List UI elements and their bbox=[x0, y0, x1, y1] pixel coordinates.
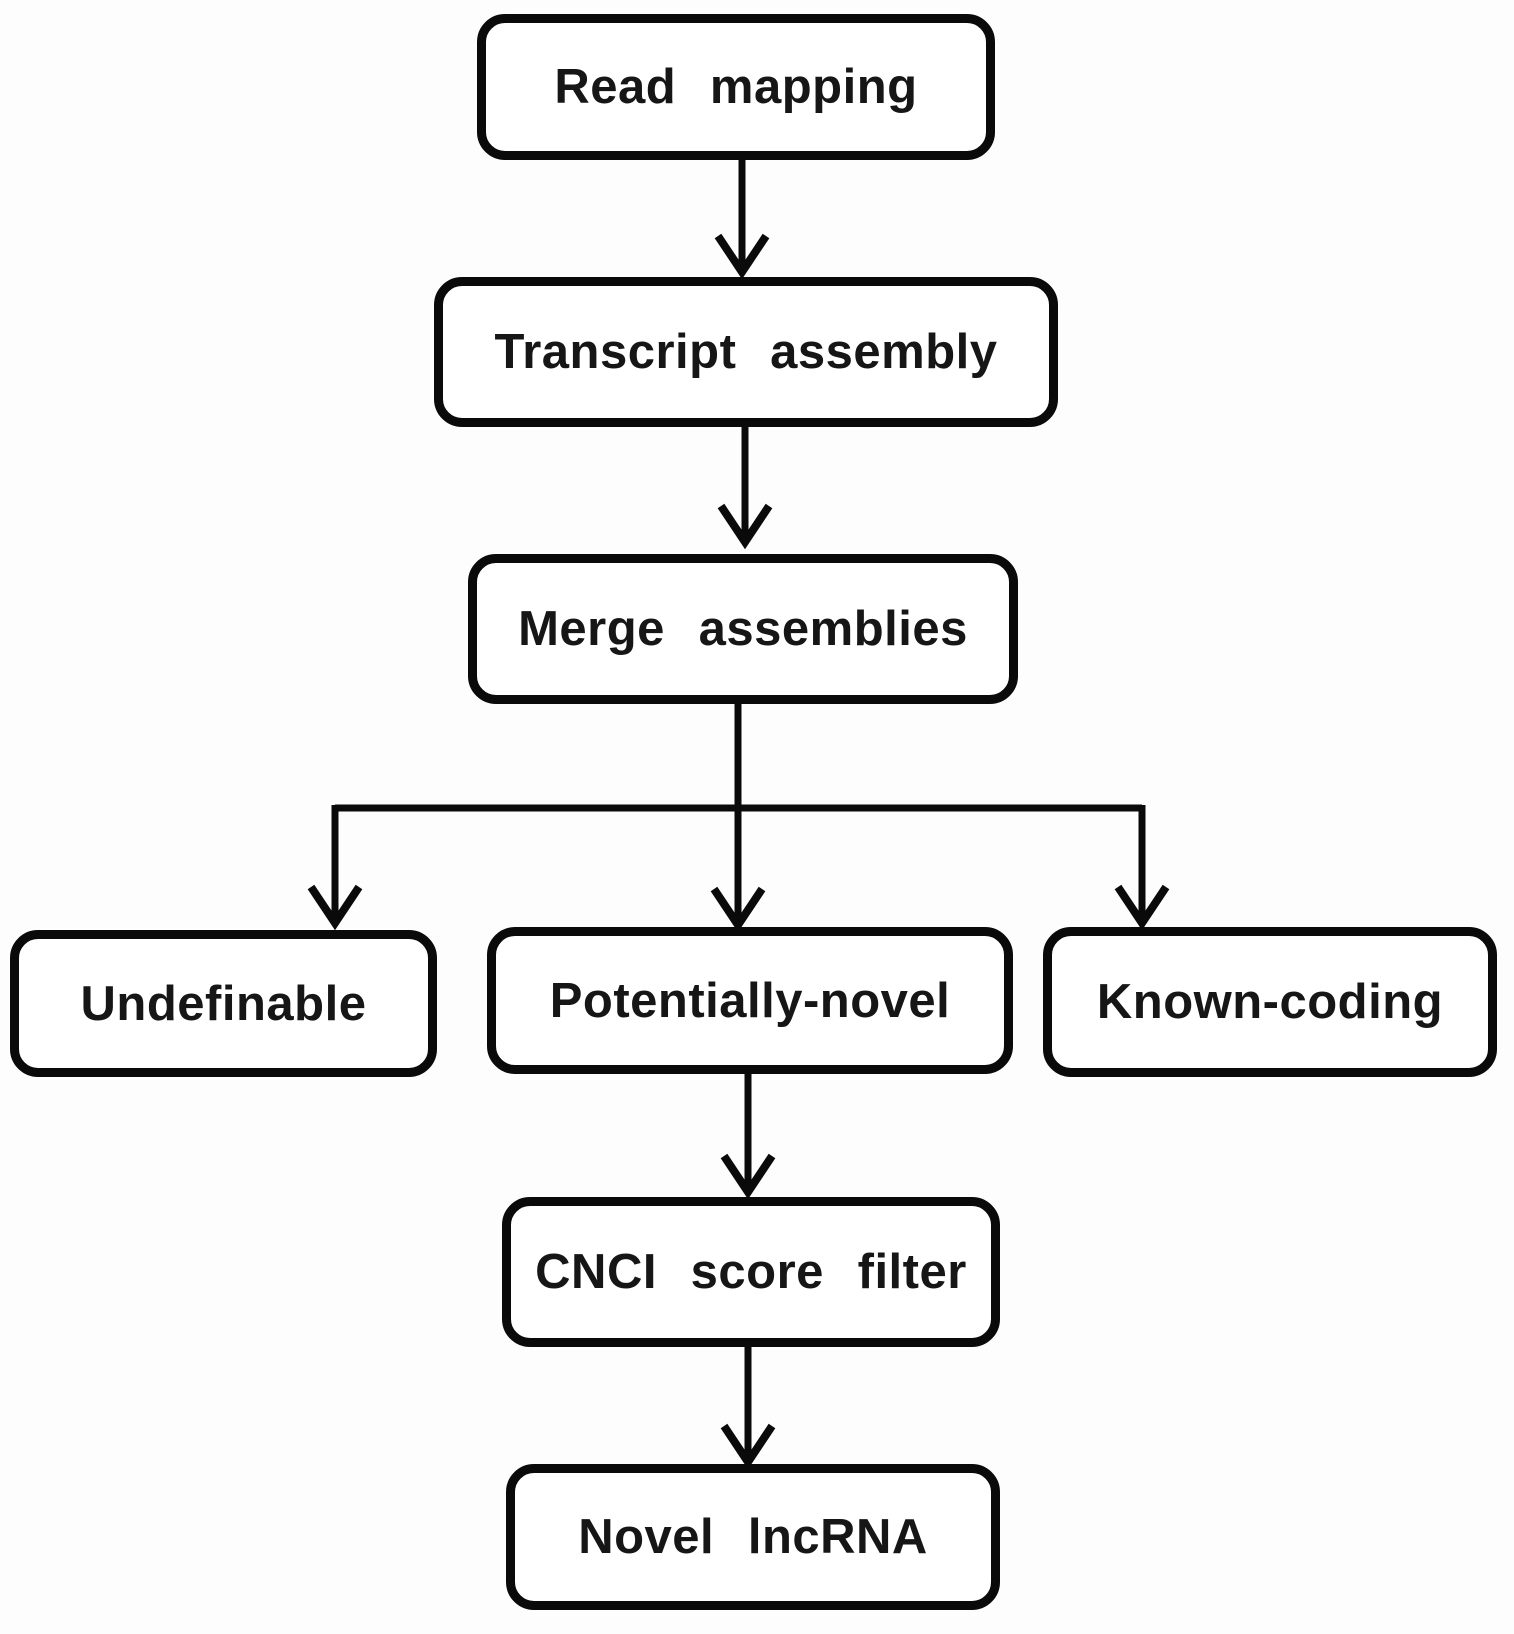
node-undefinable: Undefinable bbox=[10, 930, 437, 1077]
node-novel-lncrna-label: Novel lncRNA bbox=[578, 1510, 928, 1564]
arrow-transcript-assembly-to-merge-assemblies bbox=[717, 427, 773, 550]
node-transcript-assembly: Transcript assembly bbox=[434, 277, 1058, 427]
arrow-branch-to-undefinable bbox=[307, 805, 363, 931]
node-read-mapping: Read mapping bbox=[477, 14, 995, 160]
branch-connector-merge-assemblies bbox=[335, 704, 1142, 812]
node-novel-lncrna: Novel lncRNA bbox=[506, 1464, 1000, 1610]
node-merge-assemblies: Merge assemblies bbox=[468, 554, 1018, 704]
arrow-branch-to-potentially-novel bbox=[710, 808, 766, 933]
arrow-branch-to-known-coding bbox=[1114, 805, 1170, 931]
node-cnci-score-filter-label: CNCI score filter bbox=[535, 1245, 967, 1299]
node-merge-assemblies-label: Merge assemblies bbox=[518, 602, 968, 656]
node-read-mapping-label: Read mapping bbox=[554, 60, 918, 114]
node-potentially-novel-label: Potentially-novel bbox=[549, 973, 951, 1028]
arrow-read-mapping-to-transcript-assembly bbox=[714, 160, 770, 280]
node-cnci-score-filter: CNCI score filter bbox=[502, 1197, 1000, 1347]
node-known-coding-label: Known-coding bbox=[1096, 975, 1444, 1029]
arrow-potentially-novel-to-cnci-score-filter bbox=[720, 1074, 776, 1200]
node-potentially-novel: Potentially-novel bbox=[487, 927, 1013, 1074]
arrow-cnci-score-filter-to-novel-lncrna bbox=[720, 1347, 776, 1470]
node-undefinable-label: Undefinable bbox=[80, 976, 367, 1031]
node-transcript-assembly-label: Transcript assembly bbox=[494, 325, 998, 379]
node-known-coding: Known-coding bbox=[1043, 927, 1497, 1077]
